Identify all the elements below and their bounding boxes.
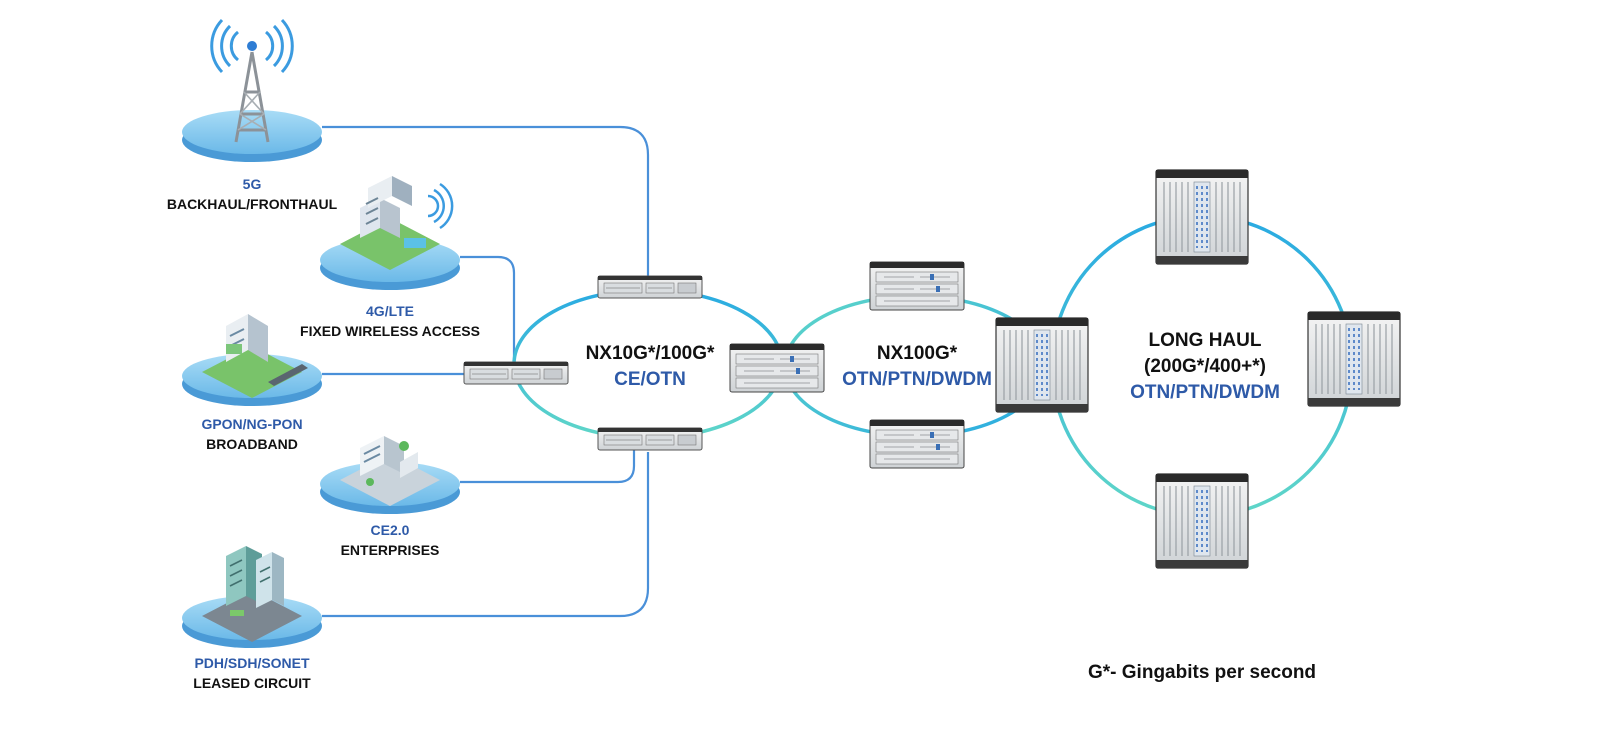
- long-haul-title: LONG HAUL: [1148, 330, 1262, 351]
- cell-tower-icon: [210, 18, 294, 143]
- site-label-4g: 4G/LTE FIXED WIRELESS ACCESS: [280, 301, 500, 341]
- site-subtitle: BROADBAND: [206, 436, 298, 452]
- office-tower-icon: [202, 546, 302, 642]
- site-subtitle: LEASED CIRCUIT: [193, 675, 311, 691]
- link-5g: [322, 125, 650, 278]
- enterprise-campus-icon: [340, 436, 440, 506]
- metro-ring-label: NX100G* OTN/PTN/DWDM: [832, 341, 1002, 393]
- link-ce: [460, 450, 636, 484]
- footnote: G*- Gingabits per second: [1088, 662, 1317, 683]
- long-haul-chassis-left: [995, 317, 1089, 413]
- metro-chassis-bottom: [869, 419, 965, 469]
- site-title: PDH/SDH/SONET: [194, 655, 310, 671]
- site-links: [322, 125, 650, 618]
- metro-ring-speed: NX100G*: [876, 343, 958, 364]
- metro-chassis-top: [869, 261, 965, 311]
- access-switch-top: [597, 275, 703, 299]
- site-title: 5G: [242, 176, 262, 192]
- access-ring-tech: CE/OTN: [614, 369, 686, 390]
- site-subtitle: FIXED WIRELESS ACCESS: [300, 323, 480, 339]
- residential-building-icon: [202, 314, 308, 398]
- long-haul-speed: (200G*/400+*): [1144, 356, 1266, 377]
- wireless-building-icon: [340, 176, 454, 270]
- platform-5g: [182, 110, 322, 162]
- site-title: CE2.0: [370, 522, 410, 538]
- metro-ring-tech: OTN/PTN/DWDM: [842, 369, 992, 390]
- site-subtitle: ENTERPRISES: [340, 542, 440, 558]
- site-subtitle: BACKHAUL/FRONTHAUL: [166, 196, 338, 212]
- long-haul-ring-label: LONG HAUL (200G*/400+*) OTN/PTN/DWDM: [1115, 328, 1295, 406]
- access-ring-speed: NX10G*/100G*: [585, 343, 715, 364]
- junction-chassis: [729, 343, 825, 393]
- site-title: GPON/NG-PON: [201, 416, 303, 432]
- link-4g: [460, 255, 516, 362]
- access-switch-bottom: [597, 427, 703, 451]
- access-switch-left: [463, 361, 569, 385]
- access-ring-label: NX10G*/100G* CE/OTN: [570, 341, 730, 393]
- link-pdh: [322, 452, 650, 618]
- long-haul-chassis-top: [1155, 169, 1249, 265]
- site-label-5g: 5G BACKHAUL/FRONTHAUL: [152, 174, 352, 214]
- site-label-gpon: GPON/NG-PON BROADBAND: [152, 414, 352, 454]
- site-label-ce: CE2.0 ENTERPRISES: [290, 520, 490, 560]
- site-label-pdh: PDH/SDH/SONET LEASED CIRCUIT: [152, 653, 352, 693]
- site-title: 4G/LTE: [366, 303, 414, 319]
- long-haul-chassis-bottom: [1155, 473, 1249, 569]
- long-haul-tech: OTN/PTN/DWDM: [1130, 382, 1280, 403]
- long-haul-chassis-right: [1307, 311, 1401, 407]
